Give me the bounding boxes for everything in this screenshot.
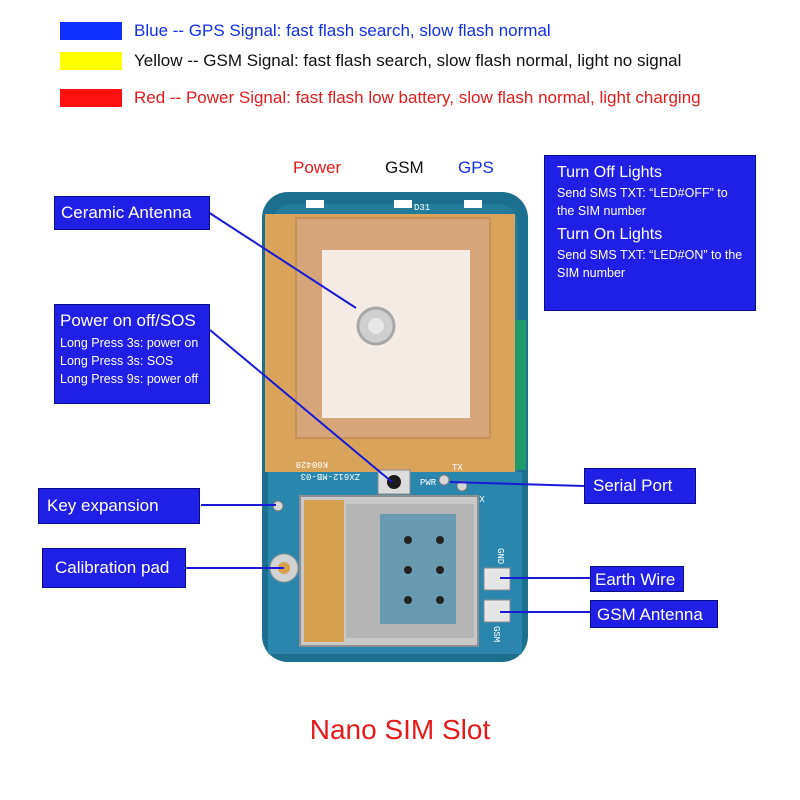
- red-swatch: [60, 89, 122, 107]
- board-gsm: GSM: [491, 626, 501, 642]
- legend-power-text: Red -- Power Signal: fast flash low batt…: [134, 88, 701, 107]
- leader-serial-port: [449, 481, 585, 487]
- callout-serial-port-text: Serial Port: [593, 476, 673, 495]
- antenna-feed-center: [368, 318, 384, 334]
- board-pwr: PWR: [420, 478, 437, 488]
- leader-power-sos: [209, 329, 393, 483]
- power-led: [306, 200, 324, 208]
- sim-contact-2: [404, 566, 412, 574]
- callout-serial-port: Serial Port: [584, 468, 696, 504]
- callout-power-sos-title: Power on off/SOS: [60, 311, 196, 330]
- legend-gps-text: Blue -- GPS Signal: fast flash search, s…: [134, 21, 551, 40]
- sim-contact-3: [404, 596, 412, 604]
- footer-caption: Nano SIM Slot: [309, 714, 491, 745]
- callout-earth-wire: Earth Wire: [590, 566, 684, 592]
- sim-contact-5: [436, 566, 444, 574]
- lights-on-text: Send SMS TXT: “LED#ON” to the SIM number: [557, 248, 743, 280]
- yellow-swatch: [60, 52, 122, 70]
- led-label-power: Power: [293, 158, 342, 177]
- callout-gsm-antenna: GSM Antenna: [590, 600, 718, 628]
- board-tx: TX: [452, 463, 463, 473]
- callout-power-sos-line-3: Long Press 9s: power off: [60, 372, 199, 386]
- gps-led: [464, 200, 482, 208]
- led-label-gps: GPS: [458, 158, 494, 177]
- ceramic-antenna-patch: [322, 250, 470, 418]
- callout-gsm-antenna-text: GSM Antenna: [597, 605, 703, 624]
- callout-ceramic-antenna: Ceramic Antenna: [54, 196, 210, 230]
- power-button-cap: [387, 475, 401, 489]
- callout-calibration-pad-text: Calibration pad: [55, 558, 170, 577]
- lights-off-text: Send SMS TXT: “LED#OFF” to the SIM numbe…: [557, 186, 728, 218]
- callout-lights: Turn Off Lights Send SMS TXT: “LED#OFF” …: [544, 155, 756, 311]
- callout-key-expansion: Key expansion: [38, 488, 200, 524]
- board-gnd: GND: [495, 548, 505, 564]
- serial-pad-rx: [456, 480, 468, 492]
- callout-ceramic-antenna-text: Ceramic Antenna: [61, 203, 192, 222]
- gsm-led: [394, 200, 412, 208]
- led-label-gsm: GSM: [385, 158, 424, 177]
- sim-contact-1: [404, 536, 412, 544]
- callout-earth-wire-text: Earth Wire: [595, 570, 676, 589]
- sim-slot-gold: [304, 500, 344, 642]
- blue-swatch: [60, 22, 122, 40]
- sim-contact-6: [436, 596, 444, 604]
- callout-calibration-pad: Calibration pad: [42, 548, 186, 588]
- callout-power-sos-line-1: Long Press 3s: power on: [60, 336, 199, 350]
- legend-gsm-text: Yellow -- GSM Signal: fast flash search,…: [134, 51, 682, 70]
- leader-ceramic-antenna: [207, 211, 357, 309]
- callout-key-expansion-text: Key expansion: [47, 496, 159, 515]
- callout-power-sos-line-2: Long Press 3s: SOS: [60, 354, 174, 368]
- board-code: K60428: [296, 459, 328, 469]
- lights-off-title: Turn Off Lights: [557, 164, 662, 181]
- sim-slot-window: [380, 514, 456, 624]
- board-d31: D31: [414, 203, 430, 213]
- board-rx: RX: [474, 495, 485, 505]
- serial-pad-tx: [438, 474, 450, 486]
- callout-power-sos: Power on off/SOS Long Press 3s: power on…: [54, 304, 210, 404]
- sim-contact-4: [436, 536, 444, 544]
- lights-on-title: Turn On Lights: [557, 226, 663, 243]
- board-model: ZX612-MB-03: [301, 471, 360, 481]
